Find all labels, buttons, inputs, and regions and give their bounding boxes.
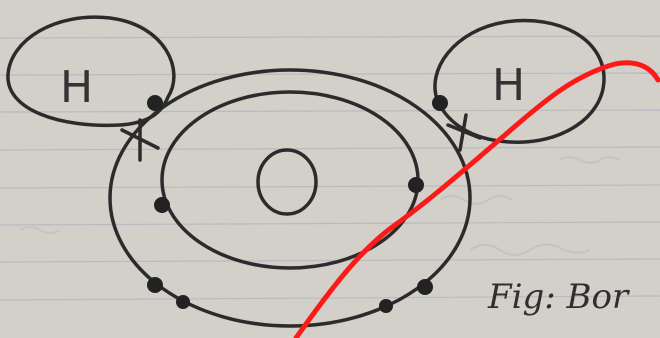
electron-dot	[408, 177, 424, 193]
electron-dot	[379, 299, 393, 313]
electron-dot	[147, 277, 163, 293]
electron-dot	[176, 295, 190, 309]
electron-dot	[417, 279, 433, 295]
electron-dot	[432, 95, 448, 111]
electron-dot	[154, 197, 170, 213]
hydrogen-left-label: H	[60, 62, 93, 113]
hydrogen-right-label: H	[492, 60, 525, 111]
electron-dot	[147, 95, 163, 111]
figure-caption: Fig: Bor	[487, 277, 630, 317]
